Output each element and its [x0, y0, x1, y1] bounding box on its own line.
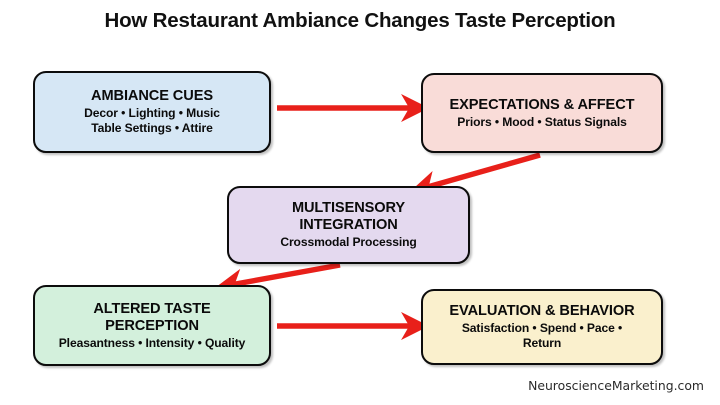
node-subtext-line-1: Decor • Lighting • Music: [84, 105, 220, 120]
node-subtext-line-1: Satisfaction • Spend • Pace •: [461, 320, 623, 335]
node-multisensory-integration[interactable]: MULTISENSORY INTEGRATION Crossmodal Proc…: [227, 186, 470, 264]
node-subtext-line-1: Crossmodal Processing: [280, 235, 417, 250]
arrow-expectations-to-multisensory: [409, 152, 541, 198]
node-heading-line-2: PERCEPTION: [105, 317, 199, 334]
node-heading-line-1: MULTISENSORY: [291, 200, 406, 217]
node-expectations-affect[interactable]: EXPECTATIONS & AFFECT Priors • Mood • St…: [421, 73, 663, 153]
node-subtext-line-2: Return: [522, 336, 562, 351]
node-altered-taste-perception[interactable]: ALTERED TASTE PERCEPTION Pleasantness • …: [33, 285, 271, 366]
node-heading-line-1: ALTERED TASTE: [93, 300, 211, 317]
node-ambiance-cues[interactable]: AMBIANCE CUES Decor • Lighting • Music T…: [33, 71, 271, 153]
arrow-multisensory-to-altered: [215, 262, 341, 297]
node-subtext-line-1: Priors • Mood • Status Signals: [457, 114, 627, 129]
node-heading-line-2: INTEGRATION: [299, 217, 398, 234]
page-title: How Restaurant Ambiance Changes Taste Pe…: [104, 9, 616, 32]
node-subtext-line-2: Table Settings • Attire: [91, 121, 213, 136]
site-attribution: NeuroscienceMarketing.com: [528, 378, 704, 393]
node-heading: AMBIANCE CUES: [91, 88, 213, 105]
node-subtext-line-1: Pleasantness • Intensity • Quality: [58, 335, 246, 350]
node-heading: EVALUATION & BEHAVIOR: [449, 303, 635, 320]
node-evaluation-behavior[interactable]: EVALUATION & BEHAVIOR Satisfaction • Spe…: [421, 289, 663, 365]
node-heading: EXPECTATIONS & AFFECT: [449, 96, 635, 113]
